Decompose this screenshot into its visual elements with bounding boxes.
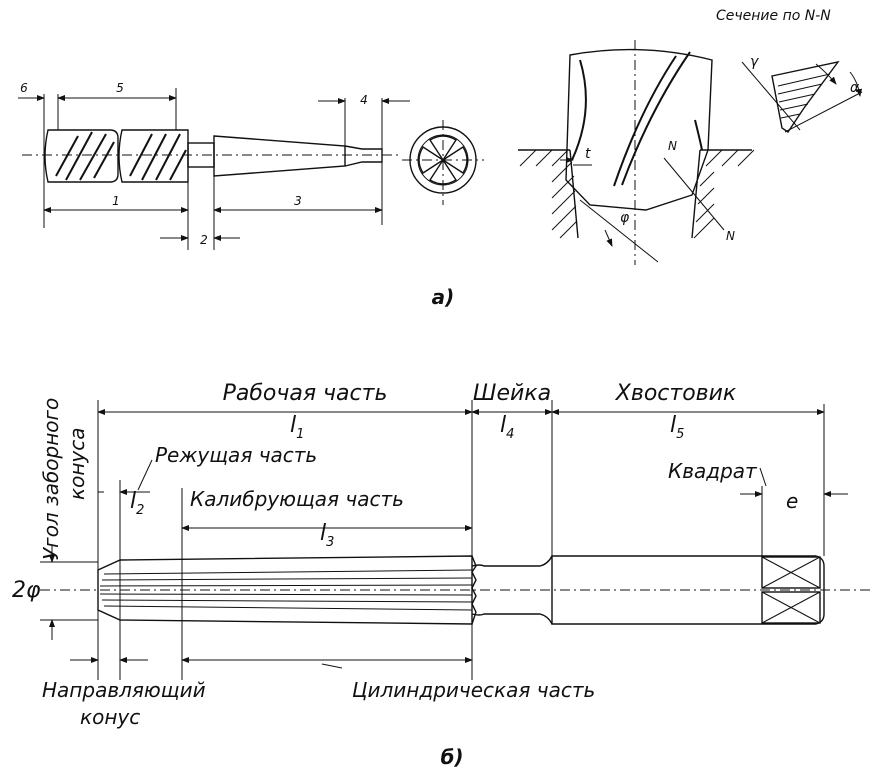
workpiece-hatching-left — [519, 149, 578, 239]
reamer-extension-lines — [43, 88, 383, 250]
reamer-body-right — [118, 129, 189, 183]
gamma-label: γ — [750, 54, 759, 70]
tool-extension-lines — [40, 400, 825, 680]
reamer-dimension-lines — [18, 95, 410, 241]
reamer-flutes — [55, 131, 187, 181]
reamer-tang — [344, 145, 383, 167]
reamer-taper-shank — [213, 135, 346, 177]
section-n-top-label: N — [668, 139, 677, 153]
tool-dimension-lines — [49, 409, 848, 669]
dim-5-label: 5 — [116, 81, 124, 95]
cutting-part-label: Режущая часть — [155, 443, 317, 467]
section-title: Сечение по N-N — [716, 8, 831, 24]
reamer-body-left — [44, 129, 119, 183]
drill-flutes — [571, 51, 703, 187]
e-label: e — [786, 489, 798, 513]
dim-4-label: 4 — [360, 93, 368, 107]
shank-square — [761, 556, 821, 624]
shank-label: Хвостовик — [615, 381, 737, 406]
l3-label: l3 — [320, 521, 334, 550]
teeth-lines — [99, 558, 473, 622]
taper-angle-line2: конуса — [65, 428, 89, 500]
section-profile — [771, 60, 840, 133]
guide-cone-line2: конус — [80, 705, 140, 729]
dim-2-label: 2 — [200, 233, 208, 247]
l5-label: l5 — [670, 413, 684, 442]
figure-b-reamer: Рабочая часть l1 Шейка l4 Хвостовик l5 Р… — [12, 381, 870, 729]
angle-phi-label: φ — [620, 210, 630, 226]
two-phi-label: 2φ — [12, 578, 41, 603]
cylindrical-part-label: Цилиндрическая часть — [352, 678, 595, 702]
taper-angle-line1: Угол заборного — [39, 398, 63, 560]
dim-3-label: 3 — [294, 194, 302, 208]
section-hatching — [777, 73, 831, 119]
l1-label: l1 — [290, 413, 304, 442]
square-label: Квадрат — [668, 459, 758, 483]
figure-a-drill: t φ N N — [518, 40, 755, 265]
working-part-label: Рабочая часть — [223, 381, 388, 406]
neck-label: Шейка — [473, 381, 551, 406]
l4-label: l4 — [500, 413, 514, 442]
caption-a: а) — [432, 285, 455, 309]
l2-label: l2 — [130, 489, 144, 518]
drill-body — [565, 48, 713, 211]
workpiece-hatching-right — [693, 149, 755, 239]
guide-cone-line1: Направляющий — [42, 678, 206, 702]
dim-1-label: 1 — [112, 194, 120, 208]
figure-a-reamer: 1 2 3 4 5 6 — [18, 81, 484, 250]
section-n-bottom-label: N — [726, 229, 735, 243]
alpha-label: α — [850, 80, 860, 96]
section-n-n: Сечение по N-N γ α — [716, 8, 863, 133]
reamer-end-view — [402, 120, 484, 205]
calibrating-part-label: Калибрующая часть — [190, 487, 404, 511]
dim-6-label: 6 — [20, 81, 28, 95]
neck-outline — [471, 555, 553, 625]
caption-b: б) — [440, 745, 463, 769]
depth-t-label: t — [585, 146, 591, 162]
